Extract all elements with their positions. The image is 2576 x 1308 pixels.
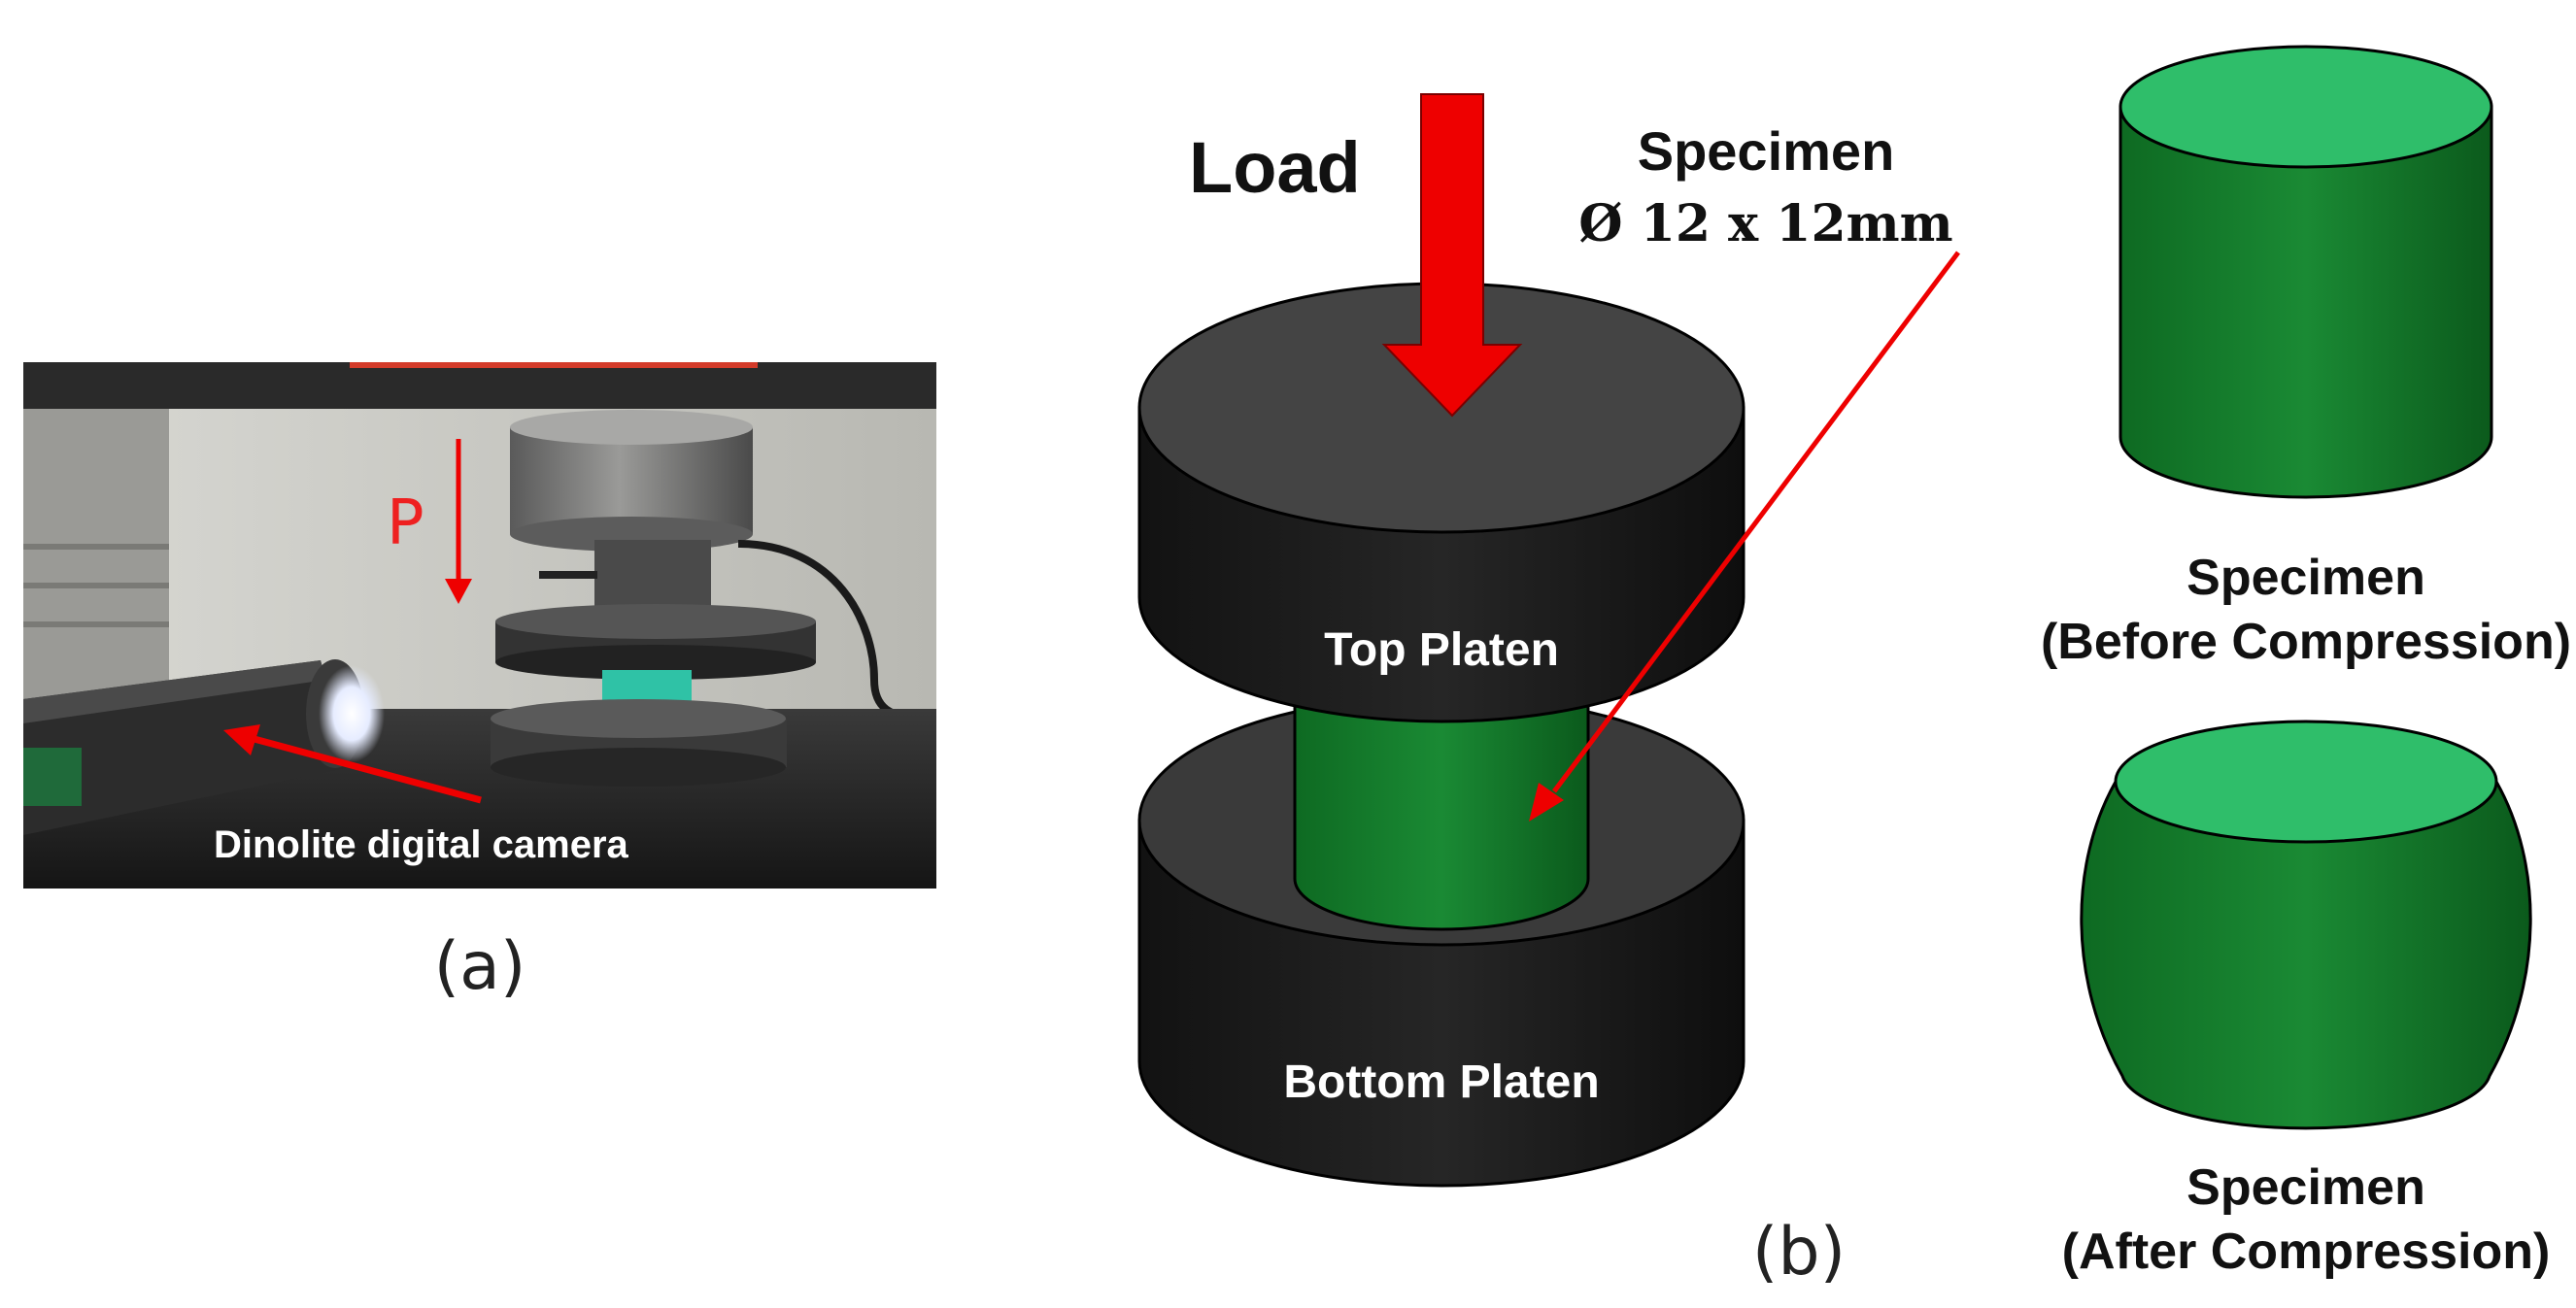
after-label-line2: (After Compression) xyxy=(2062,1224,2551,1280)
machine-red-accent xyxy=(350,362,758,368)
panel-a-caption: (a) xyxy=(434,928,526,1005)
camera-light xyxy=(319,665,385,762)
before-label-line2: (Before Compression) xyxy=(2041,614,2571,670)
left-rack xyxy=(23,409,169,710)
load-label: Load xyxy=(1189,127,1361,208)
top-platen-label: Top Platen xyxy=(1324,624,1559,676)
panel-a-photo xyxy=(23,362,936,889)
specimen-label: Specimen xyxy=(1638,120,1895,182)
machine-top-plate xyxy=(23,362,936,409)
specimen-after-shape xyxy=(2080,720,2532,1130)
before-label-line1: Specimen xyxy=(2186,550,2425,606)
bottom-platen-label: Bottom Platen xyxy=(1283,1056,1599,1108)
top-platen xyxy=(1137,282,1746,723)
specimen-before-shape xyxy=(2118,45,2493,499)
specimen-dims: Ø 12 x 12mm xyxy=(1578,194,1952,253)
force-arrow-p xyxy=(445,439,472,604)
force-label-p: P xyxy=(387,487,424,559)
specimen-pointer-arrow xyxy=(1529,251,1961,822)
panel-b-caption: (b) xyxy=(1752,1214,1846,1291)
connector-block xyxy=(594,540,711,612)
lower-platen-disc xyxy=(491,699,786,738)
camera-pointer-arrow xyxy=(223,724,482,804)
camera-label: Dinolite digital camera xyxy=(214,823,629,866)
upper-platen-disc xyxy=(495,604,816,639)
specimen-schematic xyxy=(1293,678,1590,931)
load-cell xyxy=(510,427,753,534)
load-arrow xyxy=(1381,93,1523,418)
after-label-line1: Specimen xyxy=(2186,1159,2425,1216)
